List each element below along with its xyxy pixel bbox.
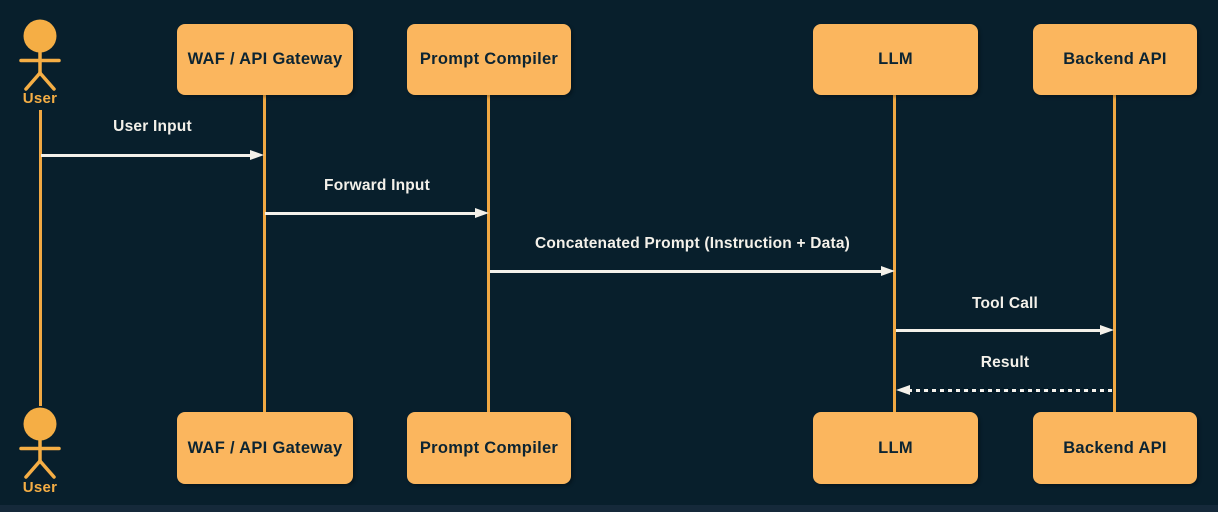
message-arrow-result bbox=[896, 384, 1114, 396]
arrowhead-right-icon bbox=[250, 149, 264, 160]
participant-waf-api-gateway-top: WAF / API Gateway bbox=[177, 24, 353, 95]
arrow-line bbox=[490, 270, 883, 273]
message-arrow-concatenated-prompt bbox=[490, 265, 895, 277]
participant-backend-api-top: Backend API bbox=[1033, 24, 1197, 95]
participant-label: Backend API bbox=[1063, 50, 1167, 68]
participant-waf-api-gateway-bottom: WAF / API Gateway bbox=[177, 412, 353, 484]
lifeline-waf-api-gateway bbox=[263, 95, 266, 412]
participant-label: Prompt Compiler bbox=[419, 438, 559, 457]
message-label-tool-call: Tool Call bbox=[971, 295, 1039, 312]
arrowhead-right-icon bbox=[881, 265, 895, 276]
arrow-line bbox=[265, 212, 477, 215]
message-arrow-user-input bbox=[41, 149, 264, 161]
arrow-line bbox=[41, 154, 252, 157]
lifeline-backend-api bbox=[1113, 95, 1116, 412]
participant-backend-api-bottom: Backend API bbox=[1033, 412, 1197, 484]
arrowhead-right-icon bbox=[1100, 324, 1114, 335]
arrowhead-right-icon bbox=[475, 207, 489, 218]
message-arrow-tool-call bbox=[896, 324, 1114, 336]
arrow-line bbox=[896, 329, 1102, 332]
message-arrow-forward-input bbox=[265, 207, 489, 219]
footer-band bbox=[0, 505, 1218, 512]
arrow-line bbox=[908, 389, 1114, 392]
message-label-user-input: User Input bbox=[113, 118, 192, 135]
message-label-result: Result bbox=[980, 354, 1030, 371]
arrowhead-left-icon bbox=[896, 384, 910, 395]
participant-label: WAF / API Gateway bbox=[187, 438, 343, 457]
actor-user-label-bottom: User bbox=[22, 479, 58, 496]
participant-label: LLM bbox=[878, 438, 913, 457]
message-label-forward-input: Forward Input bbox=[324, 177, 430, 194]
participant-prompt-compiler-bottom: Prompt Compiler bbox=[407, 412, 571, 484]
lifeline-llm bbox=[893, 95, 896, 412]
lifeline-user bbox=[39, 110, 42, 406]
participant-label: LLM bbox=[878, 50, 913, 68]
participant-prompt-compiler-top: Prompt Compiler bbox=[407, 24, 571, 95]
participant-llm-top: LLM bbox=[813, 24, 978, 95]
user-actor-icon-bottom bbox=[19, 407, 61, 479]
participant-llm-bottom: LLM bbox=[813, 412, 978, 484]
user-actor-icon-top bbox=[19, 19, 61, 91]
participant-label: Prompt Compiler bbox=[419, 50, 559, 68]
participant-label: Backend API bbox=[1063, 438, 1167, 457]
lifeline-prompt-compiler bbox=[487, 95, 490, 412]
actor-user-label-top: User bbox=[22, 90, 58, 107]
message-label-concatenated-prompt: Concatenated Prompt (Instruction + Data) bbox=[534, 235, 851, 252]
participant-label: WAF / API Gateway bbox=[187, 50, 343, 68]
